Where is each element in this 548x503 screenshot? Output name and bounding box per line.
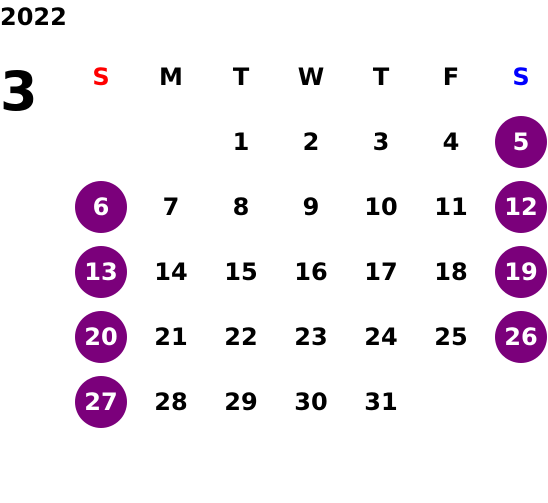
day-cell	[136, 109, 206, 174]
day-cell: 29	[206, 369, 276, 434]
weekday-sunday: S	[92, 62, 110, 91]
day-cell: 7	[136, 174, 206, 239]
day-number-highlighted: 13	[75, 245, 127, 298]
day-number: 3	[372, 127, 390, 156]
weekday-thursday: T	[372, 62, 390, 91]
weekday-wednesday: W	[297, 62, 325, 91]
day-number: 28	[154, 387, 188, 416]
day-number: 15	[224, 257, 258, 286]
day-cell: 16	[276, 239, 346, 304]
day-number: 7	[162, 192, 180, 221]
day-number-highlighted: 19	[495, 245, 547, 298]
day-cell: 23	[276, 304, 346, 369]
day-cell: 31	[346, 369, 416, 434]
day-cell: 3	[346, 109, 416, 174]
day-number-highlighted: 12	[495, 180, 547, 233]
day-cell: 8	[206, 174, 276, 239]
weekday-friday: F	[442, 62, 460, 91]
day-cell: 12	[486, 174, 548, 239]
day-cell: 11	[416, 174, 486, 239]
day-cell: 5	[486, 109, 548, 174]
day-number: 30	[294, 387, 328, 416]
day-cell: 4	[416, 109, 486, 174]
calendar-month: 3	[0, 60, 38, 123]
day-cell: 27	[66, 369, 136, 434]
day-number: 23	[294, 322, 328, 351]
day-cell: 13	[66, 239, 136, 304]
day-cell: 26	[486, 304, 548, 369]
day-cell: 15	[206, 239, 276, 304]
calendar-grid: S M T W T F S 1 2 3 4 5 6 7 8 9 10 11 12…	[66, 44, 548, 434]
day-number	[145, 116, 197, 168]
day-cell: 2	[276, 109, 346, 174]
day-number-highlighted: 26	[495, 310, 547, 363]
day-number: 29	[224, 387, 258, 416]
day-number: 17	[364, 257, 398, 286]
day-number	[425, 376, 477, 428]
weekday-saturday: S	[512, 62, 530, 91]
day-number: 4	[442, 127, 460, 156]
day-number-highlighted: 5	[495, 115, 547, 168]
day-number: 22	[224, 322, 258, 351]
day-number: 10	[364, 192, 398, 221]
day-cell: 17	[346, 239, 416, 304]
day-number: 31	[364, 387, 398, 416]
day-cell: 18	[416, 239, 486, 304]
day-cell	[486, 369, 548, 434]
day-cell: 28	[136, 369, 206, 434]
calendar-year: 2022	[0, 3, 67, 31]
day-cell: 14	[136, 239, 206, 304]
day-number: 16	[294, 257, 328, 286]
day-cell: 10	[346, 174, 416, 239]
weekday-tuesday: T	[232, 62, 250, 91]
day-number: 25	[434, 322, 468, 351]
weekday-monday: M	[159, 62, 183, 91]
day-cell: 24	[346, 304, 416, 369]
day-number: 9	[302, 192, 320, 221]
day-number	[495, 376, 547, 428]
day-cell: 30	[276, 369, 346, 434]
day-cell	[66, 109, 136, 174]
day-cell: 22	[206, 304, 276, 369]
day-number: 1	[232, 127, 250, 156]
day-number: 18	[434, 257, 468, 286]
day-number: 8	[232, 192, 250, 221]
day-number: 2	[302, 127, 320, 156]
day-cell: 9	[276, 174, 346, 239]
day-cell	[416, 369, 486, 434]
day-cell: 1	[206, 109, 276, 174]
day-cell: 25	[416, 304, 486, 369]
day-number: 11	[434, 192, 468, 221]
day-cell: 6	[66, 174, 136, 239]
day-number: 14	[154, 257, 188, 286]
day-cell: 20	[66, 304, 136, 369]
day-number-highlighted: 20	[75, 310, 127, 363]
day-number-highlighted: 6	[75, 180, 127, 233]
day-number	[75, 116, 127, 168]
day-cell: 19	[486, 239, 548, 304]
day-cell: 21	[136, 304, 206, 369]
day-number: 21	[154, 322, 188, 351]
day-number: 24	[364, 322, 398, 351]
day-number-highlighted: 27	[75, 375, 127, 428]
